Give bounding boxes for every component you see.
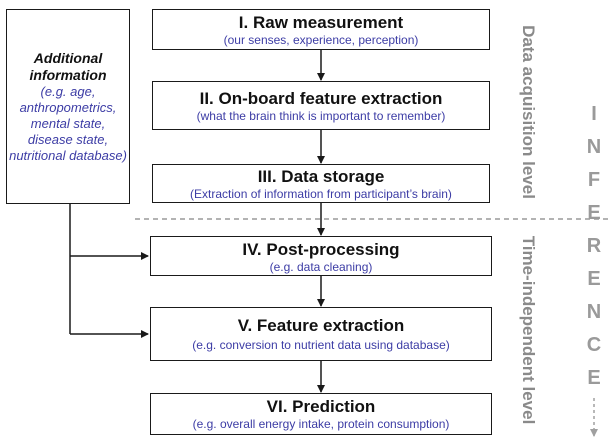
step-5-title: V. Feature extraction — [237, 316, 405, 335]
inference-letter: N — [586, 301, 602, 323]
time-independent-level-label: Time-independent level — [519, 235, 538, 425]
step-1-box: I. Raw measurement (our senses, experien… — [152, 9, 490, 50]
step-4-subtitle: (e.g. data cleaning) — [269, 260, 373, 274]
step-5-subtitle: (e.g. conversion to nutrient data using … — [192, 338, 450, 352]
step-4-title: IV. Post-processing — [242, 240, 400, 259]
step-6-subtitle: (e.g. overall energy intake, protein con… — [192, 417, 450, 431]
inference-letter: C — [586, 334, 602, 356]
step-1-title: I. Raw measurement — [238, 13, 404, 32]
inference-letter: N — [586, 136, 602, 158]
step-1-subtitle: (our senses, experience, perception) — [223, 33, 419, 47]
step-6-box: VI. Prediction (e.g. overall energy inta… — [150, 393, 492, 435]
step-3-subtitle: (Extraction of information from particip… — [190, 187, 452, 201]
inference-letter: I — [591, 103, 597, 125]
additional-information-examples: (e.g. age, anthropometrics, mental state… — [9, 84, 127, 163]
step-2-box: II. On-board feature extraction (what th… — [152, 81, 490, 130]
step-5-box: V. Feature extraction (e.g. conversion t… — [150, 307, 492, 361]
additional-information-title: Additional information — [29, 50, 107, 83]
inference-letter: R — [586, 235, 602, 257]
inference-letter: E — [587, 202, 601, 224]
step-6-title: VI. Prediction — [266, 397, 376, 416]
inference-letter: F — [587, 169, 601, 191]
step-4-box: IV. Post-processing (e.g. data cleaning) — [150, 236, 492, 276]
step-2-subtitle: (what the brain think is important to re… — [196, 109, 446, 123]
inference-letter: E — [587, 367, 601, 389]
additional-information-box: Additional information (e.g. age, anthro… — [6, 9, 130, 204]
data-acquisition-level-label: Data acquisition level — [519, 25, 538, 199]
inference-letter: E — [587, 268, 601, 290]
step-3-box: III. Data storage (Extraction of informa… — [152, 164, 490, 203]
step-3-title: III. Data storage — [257, 167, 385, 186]
step-2-title: II. On-board feature extraction — [199, 89, 443, 108]
